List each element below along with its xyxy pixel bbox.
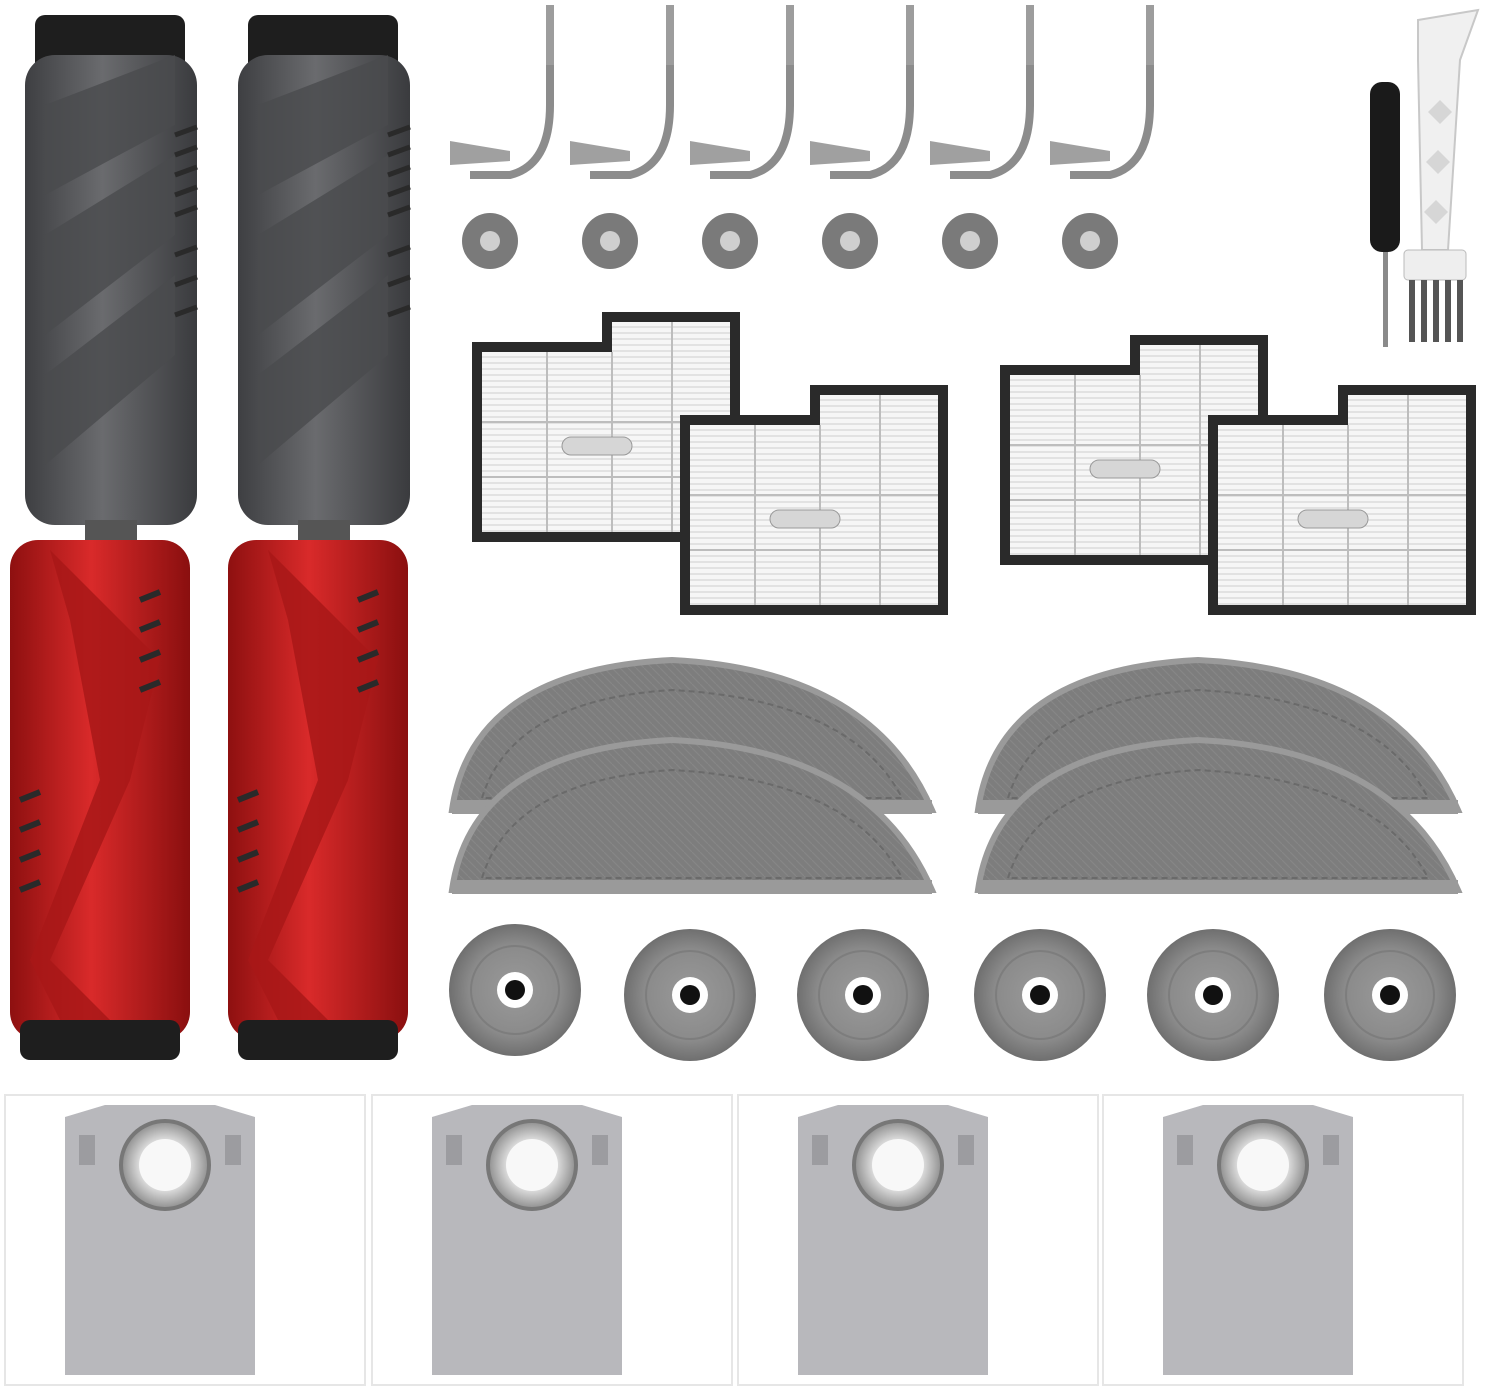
dust-bag-1 xyxy=(3,1093,367,1387)
side-brush-4 xyxy=(810,5,914,269)
side-brush-6 xyxy=(1050,5,1154,269)
main-brush-red-right xyxy=(228,540,408,1060)
cleaning-tool-icon xyxy=(1403,8,1480,342)
dust-bag-4 xyxy=(1101,1093,1465,1387)
side-brush-3 xyxy=(690,5,794,269)
hepa-filter-4 xyxy=(1207,384,1477,616)
side-brush-2 xyxy=(570,5,674,269)
side-brush-5 xyxy=(930,5,1034,269)
screwdriver-icon xyxy=(1370,82,1400,347)
round-mop-6 xyxy=(1323,928,1457,1062)
round-mop-3 xyxy=(796,928,930,1062)
side-brush-1 xyxy=(450,5,554,269)
main-brush-red-left xyxy=(10,540,190,1060)
round-mop-2 xyxy=(623,928,757,1062)
round-mop-5 xyxy=(1146,928,1280,1062)
round-mop-4 xyxy=(973,928,1107,1062)
main-brush-gray-left xyxy=(25,15,197,560)
main-brush-gray-right xyxy=(238,15,410,560)
dust-bag-2 xyxy=(370,1093,734,1387)
hepa-filter-2 xyxy=(679,384,949,616)
dust-bag-3 xyxy=(736,1093,1100,1387)
round-mop-1 xyxy=(448,923,582,1057)
